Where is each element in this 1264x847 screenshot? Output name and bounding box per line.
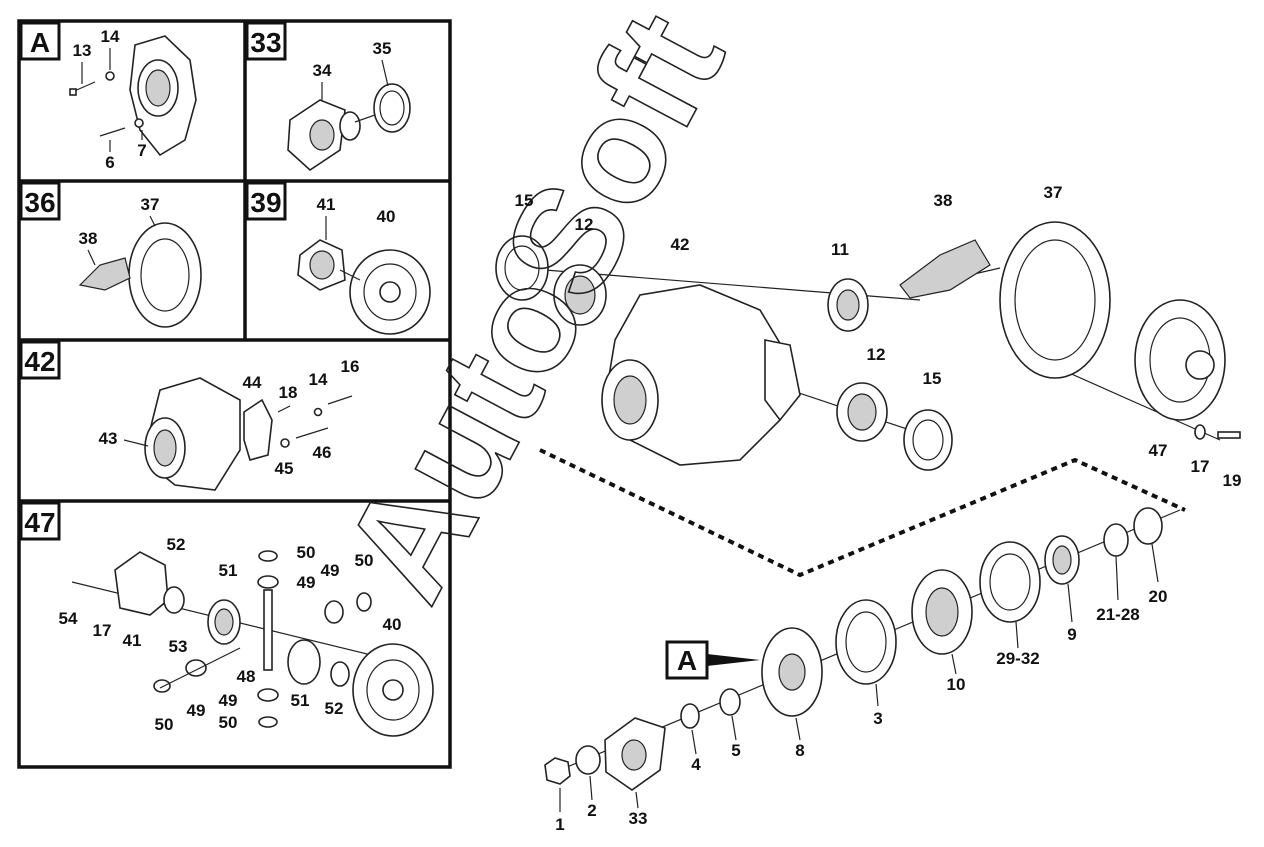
- main-exploded-drawing: [495, 221, 1241, 812]
- part-label-33-34: 34: [313, 61, 332, 80]
- part-label-47-54: 54: [59, 609, 78, 628]
- part-label-main-21-28: 21-28: [1096, 605, 1139, 624]
- part-label-39-40: 40: [377, 207, 396, 226]
- part-label-42-43: 43: [99, 429, 118, 448]
- part-label-47-49: 49: [321, 561, 340, 580]
- part-label-47-40: 40: [383, 615, 402, 634]
- part-label-main-15: 15: [515, 191, 534, 210]
- part-label-main-10: 10: [947, 675, 966, 694]
- part-label-main-19: 19: [1223, 471, 1242, 490]
- part-label-33-35: 35: [373, 39, 392, 58]
- part-label-47-50: 50: [219, 713, 238, 732]
- callout-A: A: [665, 640, 760, 680]
- panel-frames: [17, 19, 452, 769]
- part-label-47-50: 50: [155, 715, 174, 734]
- part-label-main-15: 15: [923, 369, 942, 388]
- svg-text:A: A: [30, 27, 50, 58]
- part-label-main-3: 3: [873, 709, 882, 728]
- part-label-main-33: 33: [629, 809, 648, 828]
- part-label-36-38: 38: [79, 229, 98, 248]
- part-label-47-52: 52: [325, 699, 344, 718]
- part-label-47-51: 51: [291, 691, 310, 710]
- svg-text:42: 42: [24, 346, 55, 377]
- panel-47-drawing: [71, 550, 434, 737]
- panel-36-drawing: [78, 215, 202, 328]
- part-label-47-52: 52: [167, 535, 186, 554]
- part-label-main-2: 2: [587, 801, 596, 820]
- part-label-47-49: 49: [187, 701, 206, 720]
- part-label-47-50: 50: [355, 551, 374, 570]
- part-label-main-8: 8: [795, 741, 804, 760]
- svg-text:33: 33: [250, 27, 281, 58]
- part-label-main-37: 37: [1044, 183, 1063, 202]
- part-label-39-41: 41: [317, 195, 336, 214]
- part-label-main-17: 17: [1191, 457, 1210, 476]
- part-label-main-11: 11: [831, 240, 849, 259]
- part-label-A-7: 7: [137, 141, 146, 160]
- panel-39-drawing: [297, 216, 431, 335]
- part-label-main-29-32: 29-32: [996, 649, 1039, 668]
- part-label-47-17: 17: [93, 621, 112, 640]
- svg-text:47: 47: [24, 507, 55, 538]
- panel-title-36: 36: [19, 181, 61, 221]
- panel-title-47: 47: [19, 501, 61, 541]
- part-label-47-41: 41: [123, 631, 142, 650]
- part-label-42-46: 46: [313, 443, 332, 462]
- part-label-47-50: 50: [297, 543, 316, 562]
- part-label-main-4: 4: [691, 755, 701, 774]
- panel-part-labels: 13 14 6 7 34 35 37 38 41 40 44 18 14 16 43 45 46 52 50 51 49…: [59, 27, 402, 734]
- panel-title-33: 33: [245, 21, 287, 61]
- part-label-main-42: 42: [671, 235, 690, 254]
- part-label-47-49: 49: [219, 691, 238, 710]
- svg-text:36: 36: [24, 187, 55, 218]
- part-label-36-37: 37: [141, 195, 160, 214]
- panel-A-drawing: [69, 35, 197, 157]
- part-label-A-6: 6: [105, 153, 114, 172]
- part-label-42-14: 14: [309, 370, 328, 389]
- part-label-42-45: 45: [275, 459, 294, 478]
- part-label-main-12: 12: [575, 215, 594, 234]
- part-label-main-47: 47: [1149, 441, 1168, 460]
- part-label-47-53: 53: [169, 637, 188, 656]
- part-label-47-48: 48: [237, 667, 256, 686]
- part-label-main-20: 20: [1149, 587, 1168, 606]
- panel-title-39: 39: [245, 181, 287, 221]
- part-label-A-13: 13: [73, 41, 92, 60]
- panel-33-drawing: [287, 59, 411, 172]
- panel-title-A: A: [19, 21, 61, 61]
- part-label-42-18: 18: [279, 383, 298, 402]
- svg-text:39: 39: [250, 187, 281, 218]
- part-label-47-51: 51: [219, 561, 238, 580]
- part-label-47-49: 49: [297, 573, 316, 592]
- part-label-main-5: 5: [731, 741, 740, 760]
- panel-title-42: 42: [19, 340, 61, 380]
- part-label-42-16: 16: [341, 357, 360, 376]
- part-label-main-38: 38: [934, 191, 953, 210]
- svg-text:A: A: [677, 645, 697, 676]
- part-label-A-14: 14: [101, 27, 120, 46]
- part-label-main-12: 12: [867, 345, 886, 364]
- part-label-main-1: 1: [555, 815, 564, 834]
- part-label-main-9: 9: [1067, 625, 1076, 644]
- panel-42-drawing: [123, 377, 353, 491]
- part-label-42-44: 44: [243, 373, 262, 392]
